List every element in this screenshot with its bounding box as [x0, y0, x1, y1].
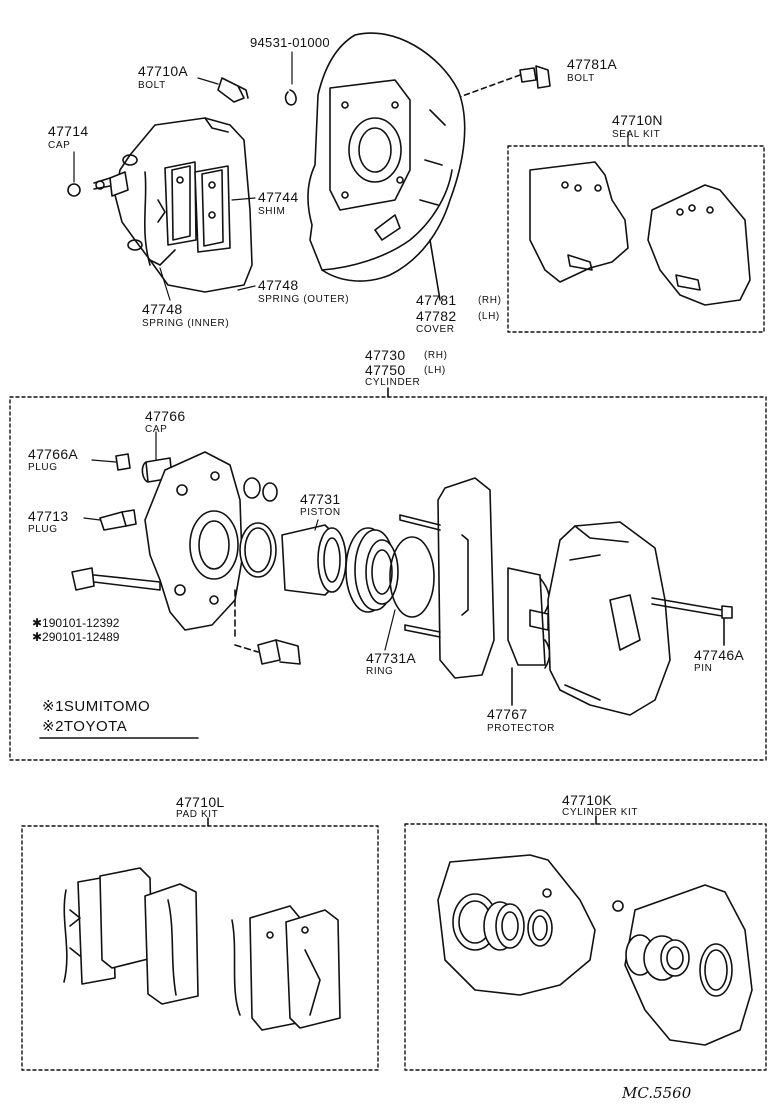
ring-47731A-drawing — [389, 536, 435, 618]
drawing-code: MC.5560 — [622, 1084, 692, 1102]
side-47750: (LH) — [424, 365, 446, 376]
label-47714: 47714 — [48, 123, 89, 139]
piston-drawing — [281, 524, 347, 596]
label-47766A: 47766A — [28, 446, 79, 462]
side-47730: (RH) — [424, 350, 448, 361]
label-47781: 47781 — [416, 292, 457, 308]
cap-47714-drawing — [67, 183, 81, 197]
sub-47782: COVER — [416, 324, 455, 335]
label-47710N: 47710N — [612, 112, 663, 128]
bolt-90101-drawing — [71, 567, 161, 591]
bolt-number-1: ✱190101-12392 — [32, 616, 120, 630]
caliper-outer-drawing — [547, 521, 671, 716]
label-47730: 47730 — [365, 347, 406, 363]
sub-47710N: SEAL KIT — [612, 129, 661, 140]
bridge-plate-drawing — [399, 477, 495, 679]
side-47782: (LH) — [478, 311, 500, 322]
pin-47746A-drawing — [651, 597, 733, 619]
leader-lines — [73, 51, 629, 651]
cylinder-half-drawing — [144, 451, 243, 631]
pads-top-drawing — [143, 161, 231, 266]
label-47710L: 47710L — [176, 794, 225, 810]
label-47750: 47750 — [365, 362, 406, 378]
bolt-number-2: ✱290101-12489 — [32, 630, 120, 644]
label-47766: 47766 — [145, 408, 186, 424]
sub-47767: PROTECTOR — [487, 723, 555, 734]
label-47748-inner: 47748 — [142, 301, 183, 317]
label-94531: 94531-01000 — [250, 35, 330, 50]
side-47781: (RH) — [478, 295, 502, 306]
ring-small-1 — [243, 477, 261, 499]
label-47746A: 47746A — [694, 647, 745, 663]
sub-47748-inner: SPRING (INNER) — [142, 318, 230, 329]
label-47767: 47767 — [487, 706, 528, 722]
sub-47750: CYLINDER — [365, 377, 421, 388]
sub-47731A: RING — [366, 666, 394, 677]
label-47731A: 47731A — [366, 650, 417, 666]
sub-47714: CAP — [48, 140, 71, 151]
label-47782: 47782 — [416, 308, 457, 324]
pad-kit-drawing — [63, 867, 341, 1031]
label-47781A: 47781A — [567, 56, 618, 72]
sub-47781A: BOLT — [567, 73, 595, 84]
bolt-47781A-drawing — [519, 65, 551, 89]
sub-47748-outer: SPRING (OUTER) — [258, 294, 350, 305]
seal-kit-drawing — [529, 161, 751, 306]
cylinder-kit-box — [404, 823, 767, 1071]
sub-47731: PISTON — [300, 507, 341, 518]
ring-small-2 — [262, 482, 278, 502]
sub-47766A: PLUG — [28, 462, 58, 473]
boot-drawing — [345, 527, 399, 613]
bolt-47710A-drawing — [217, 77, 249, 103]
sub-47766: CAP — [145, 424, 168, 435]
plug-47766A-drawing — [115, 453, 131, 471]
note-sumitomo: ※1SUMITOMO — [42, 698, 151, 715]
seal-kit-box — [507, 145, 765, 333]
sub-47744: SHIM — [258, 206, 286, 217]
sub-47710K: CYLINDER KIT — [562, 807, 639, 818]
label-47748-outer: 47748 — [258, 277, 299, 293]
label-47713: 47713 — [28, 508, 69, 524]
cylinder-kit-drawing — [437, 854, 753, 1046]
bleeder-drawing — [257, 639, 301, 665]
label-47731: 47731 — [300, 491, 341, 507]
sub-47713: PLUG — [28, 524, 58, 535]
seal-drawing — [239, 522, 277, 578]
plug-47713-drawing — [99, 509, 137, 531]
clip-94531-drawing — [284, 89, 297, 106]
label-47744: 47744 — [258, 189, 299, 205]
sub-47746A: PIN — [694, 663, 713, 674]
label-47710A: 47710A — [138, 63, 189, 79]
dust-cover-drawing — [307, 32, 466, 282]
sub-47710L: PAD KIT — [176, 809, 219, 820]
note-toyota: ※2TOYOTA — [42, 718, 128, 735]
sub-47710A: BOLT — [138, 80, 166, 91]
protector-drawing — [507, 567, 551, 669]
label-47710K: 47710K — [562, 792, 613, 808]
